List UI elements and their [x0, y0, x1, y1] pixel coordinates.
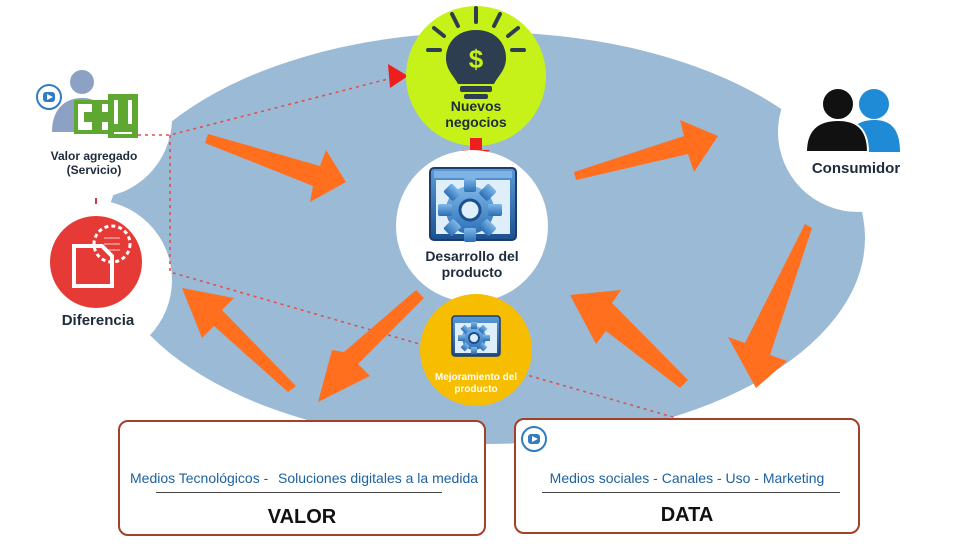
dotted-line-top-arrowhead: [388, 64, 408, 88]
red-connector: [470, 138, 482, 152]
lightbulb-dollar-icon: $: [426, 6, 526, 99]
nuevos-negocios-label: Nuevos negocios: [445, 98, 507, 131]
data-line: Medios sociales - Canales - Uso - Market…: [549, 470, 825, 486]
arrow-to-consumidor: [574, 120, 718, 180]
data-box: Medios sociales - Canales - Uso - Market…: [514, 418, 860, 534]
arrow-to-desarrollo: [205, 134, 346, 202]
user-plus-one-icon: [52, 70, 138, 138]
consumers-icon: [804, 87, 900, 153]
valor-line-left: Medios Tecnológicos -: [130, 470, 269, 486]
valor-agregado-label: Valor agregado (Servicio): [50, 149, 138, 177]
valor-line-right: Soluciones digitales a la medida: [278, 470, 479, 486]
arrow-to-mejoramiento: [570, 290, 688, 388]
dotted-line-top: [138, 77, 393, 136]
svg-text:$: $: [469, 44, 484, 74]
arrow-to-valor: [318, 290, 424, 402]
arrow-to-diferencia: [182, 288, 296, 392]
data-rule: [542, 492, 840, 493]
arrow-down-right: [728, 224, 812, 388]
data-title: DATA: [660, 504, 714, 526]
valor-rule: [156, 492, 442, 493]
consumidor-label: Consumidor: [811, 160, 901, 177]
valor-box: Medios Tecnológicos - Soluciones digital…: [118, 420, 486, 536]
video-play-icon[interactable]: [36, 84, 62, 110]
diferencia-label: Diferencia: [61, 312, 135, 329]
diferencia-icon: [50, 216, 142, 308]
video-play-icon[interactable]: [521, 426, 547, 452]
window-gear-icon: [429, 167, 517, 242]
mejoramiento-label: Mejoramiento del producto: [434, 372, 518, 395]
orange-arrows: [182, 120, 812, 402]
valor-title: VALOR: [267, 506, 337, 528]
small-window-gear-icon: [451, 315, 501, 357]
desarrollo-label: Desarrollo del producto: [425, 248, 519, 281]
